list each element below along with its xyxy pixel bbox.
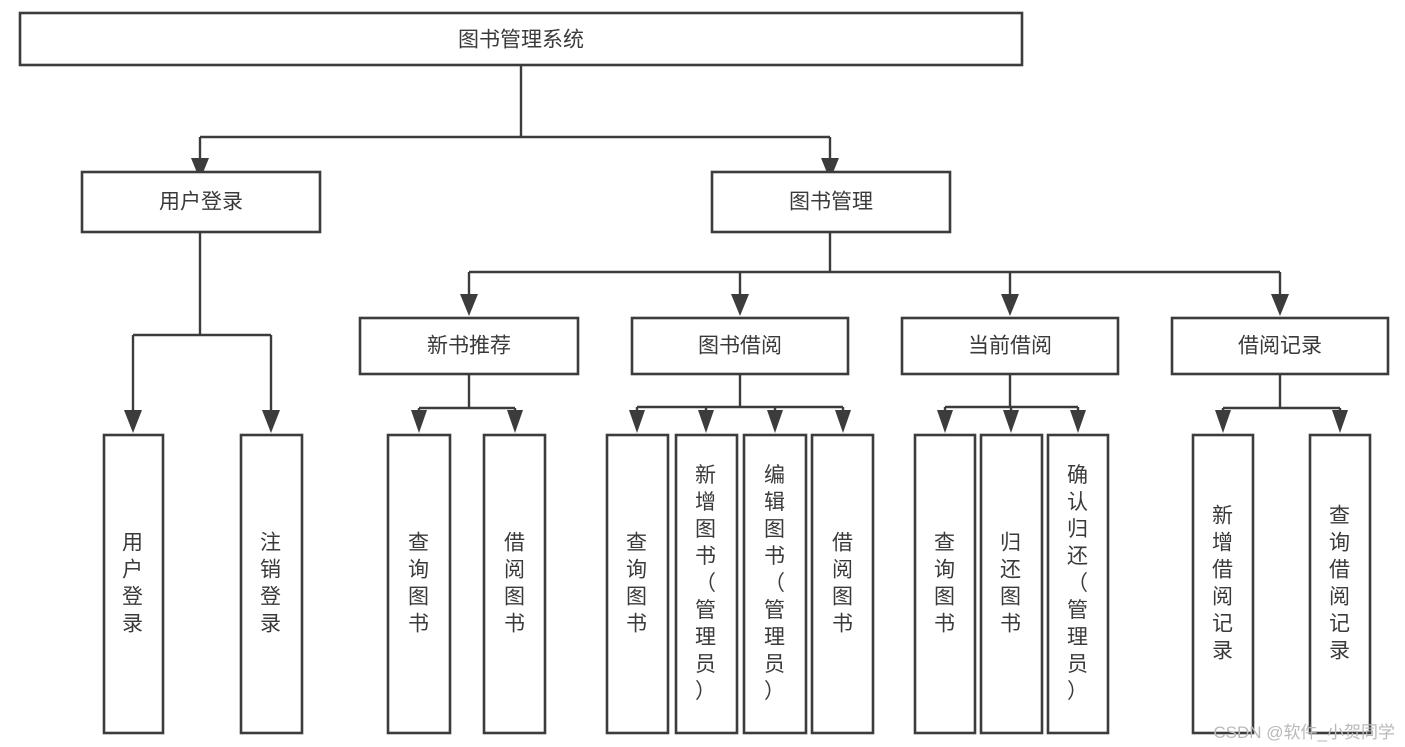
node-label-leaf-logout-login: 注销登录	[260, 531, 282, 635]
node-label-book-management: 图书管理	[789, 191, 873, 214]
node-leaf-borrow-book-1[interactable]: 借阅图书	[482, 433, 547, 735]
node-label-leaf-add-record: 新增借阅记录	[1212, 504, 1234, 662]
node-label-borrow-record: 借阅记录	[1238, 335, 1322, 358]
node-box-current-borrow[interactable]	[900, 316, 1120, 376]
node-leaf-user-login[interactable]: 用户登录	[102, 433, 165, 735]
node-box-book-management[interactable]	[710, 170, 952, 234]
node-box-leaf-return-book[interactable]	[979, 433, 1044, 735]
arrowhead-leaf-borrow-book-1	[507, 410, 523, 433]
node-box-leaf-logout-login[interactable]	[239, 433, 304, 735]
node-box-leaf-query-book-3[interactable]	[913, 433, 977, 735]
node-label-user-login: 用户登录	[159, 191, 243, 214]
node-box-title-system[interactable]	[18, 11, 1024, 67]
node-leaf-confirm-return[interactable]: 确认归还（管理员）	[1046, 433, 1110, 735]
arrowhead-leaf-add-book	[698, 410, 714, 433]
node-box-leaf-add-record[interactable]	[1191, 433, 1255, 735]
node-box-leaf-query-book-1[interactable]	[386, 433, 452, 735]
node-user-login[interactable]: 用户登录	[80, 170, 322, 234]
arrowhead-new-book-recommend	[460, 294, 478, 316]
csdn-watermark: CSDN @软件_小贺同学	[1213, 723, 1395, 742]
node-borrow-record[interactable]: 借阅记录	[1170, 316, 1390, 376]
node-leaf-query-record[interactable]: 查询借阅记录	[1308, 433, 1372, 735]
node-label-title-system: 图书管理系统	[458, 29, 584, 52]
arrowhead-leaf-query-book-1	[411, 410, 427, 433]
node-box-book-borrow[interactable]	[630, 316, 850, 376]
node-label-leaf-return-book: 归还图书	[1000, 531, 1022, 635]
node-leaf-add-book[interactable]: 新增图书（管理员）	[674, 433, 739, 735]
node-label-leaf-borrow-book-2: 借阅图书	[832, 531, 854, 635]
node-leaf-return-book[interactable]: 归还图书	[979, 433, 1044, 735]
node-book-management[interactable]: 图书管理	[710, 170, 952, 234]
node-leaf-query-book-3[interactable]: 查询图书	[913, 433, 977, 735]
arrowhead-leaf-query-record	[1332, 410, 1348, 433]
node-box-leaf-edit-book[interactable]	[742, 433, 808, 735]
node-box-leaf-query-record[interactable]	[1308, 433, 1372, 735]
node-label-leaf-add-book: 新增图书（管理员）	[695, 464, 717, 703]
arrowhead-leaf-return-book	[1003, 410, 1019, 433]
node-box-leaf-query-book-2[interactable]	[605, 433, 670, 735]
node-box-leaf-add-book[interactable]	[674, 433, 739, 735]
node-leaf-add-record[interactable]: 新增借阅记录	[1191, 433, 1255, 735]
arrowhead-layer	[124, 158, 1348, 433]
arrowhead-book-borrow	[731, 294, 749, 316]
arrowhead-leaf-query-book-2	[629, 410, 645, 433]
node-leaf-query-book-2[interactable]: 查询图书	[605, 433, 670, 735]
node-label-leaf-query-book-2: 查询图书	[626, 531, 648, 635]
node-label-book-borrow: 图书借阅	[698, 335, 782, 358]
node-title-system[interactable]: 图书管理系统	[18, 11, 1024, 67]
node-label-leaf-edit-book: 编辑图书（管理员）	[764, 464, 786, 703]
arrowhead-book-management	[821, 158, 839, 180]
node-leaf-edit-book[interactable]: 编辑图书（管理员）	[742, 433, 808, 735]
node-label-current-borrow: 当前借阅	[968, 335, 1052, 358]
arrowhead-leaf-logout-login	[262, 410, 280, 433]
node-box-leaf-borrow-book-1[interactable]	[482, 433, 547, 735]
node-label-leaf-query-book-1: 查询图书	[408, 531, 430, 635]
arrowhead-leaf-user-login	[124, 410, 142, 433]
arrowhead-leaf-query-book-3	[937, 410, 953, 433]
node-label-leaf-confirm-return: 确认归还（管理员）	[1067, 464, 1089, 703]
node-leaf-query-book-1[interactable]: 查询图书	[386, 433, 452, 735]
arrowhead-leaf-edit-book	[767, 410, 783, 433]
node-box-leaf-borrow-book-2[interactable]	[810, 433, 875, 735]
node-leaf-logout-login[interactable]: 注销登录	[239, 433, 304, 735]
arrowhead-user-login	[191, 158, 209, 180]
arrowhead-leaf-confirm-return	[1070, 410, 1086, 433]
connector-layer	[131, 65, 1342, 410]
arrowhead-leaf-add-record	[1215, 410, 1231, 433]
node-box-leaf-confirm-return[interactable]	[1046, 433, 1110, 735]
arrowhead-borrow-record	[1271, 294, 1289, 316]
node-box-borrow-record[interactable]	[1170, 316, 1390, 376]
node-current-borrow[interactable]: 当前借阅	[900, 316, 1120, 376]
node-new-book-recommend[interactable]: 新书推荐	[358, 316, 580, 376]
node-book-borrow[interactable]: 图书借阅	[630, 316, 850, 376]
node-leaf-borrow-book-2[interactable]: 借阅图书	[810, 433, 875, 735]
node-box-new-book-recommend[interactable]	[358, 316, 580, 376]
node-label-new-book-recommend: 新书推荐	[427, 335, 511, 358]
arrowhead-leaf-borrow-book-2	[835, 410, 851, 433]
arrowhead-current-borrow	[1001, 294, 1019, 316]
node-box-user-login[interactable]	[80, 170, 322, 234]
node-label-leaf-query-book-3: 查询图书	[934, 531, 956, 635]
node-box-leaf-user-login[interactable]	[102, 433, 165, 735]
node-label-leaf-user-login: 用户登录	[122, 531, 144, 635]
node-label-leaf-query-record: 查询借阅记录	[1329, 504, 1351, 662]
node-label-leaf-borrow-book-1: 借阅图书	[504, 531, 526, 635]
